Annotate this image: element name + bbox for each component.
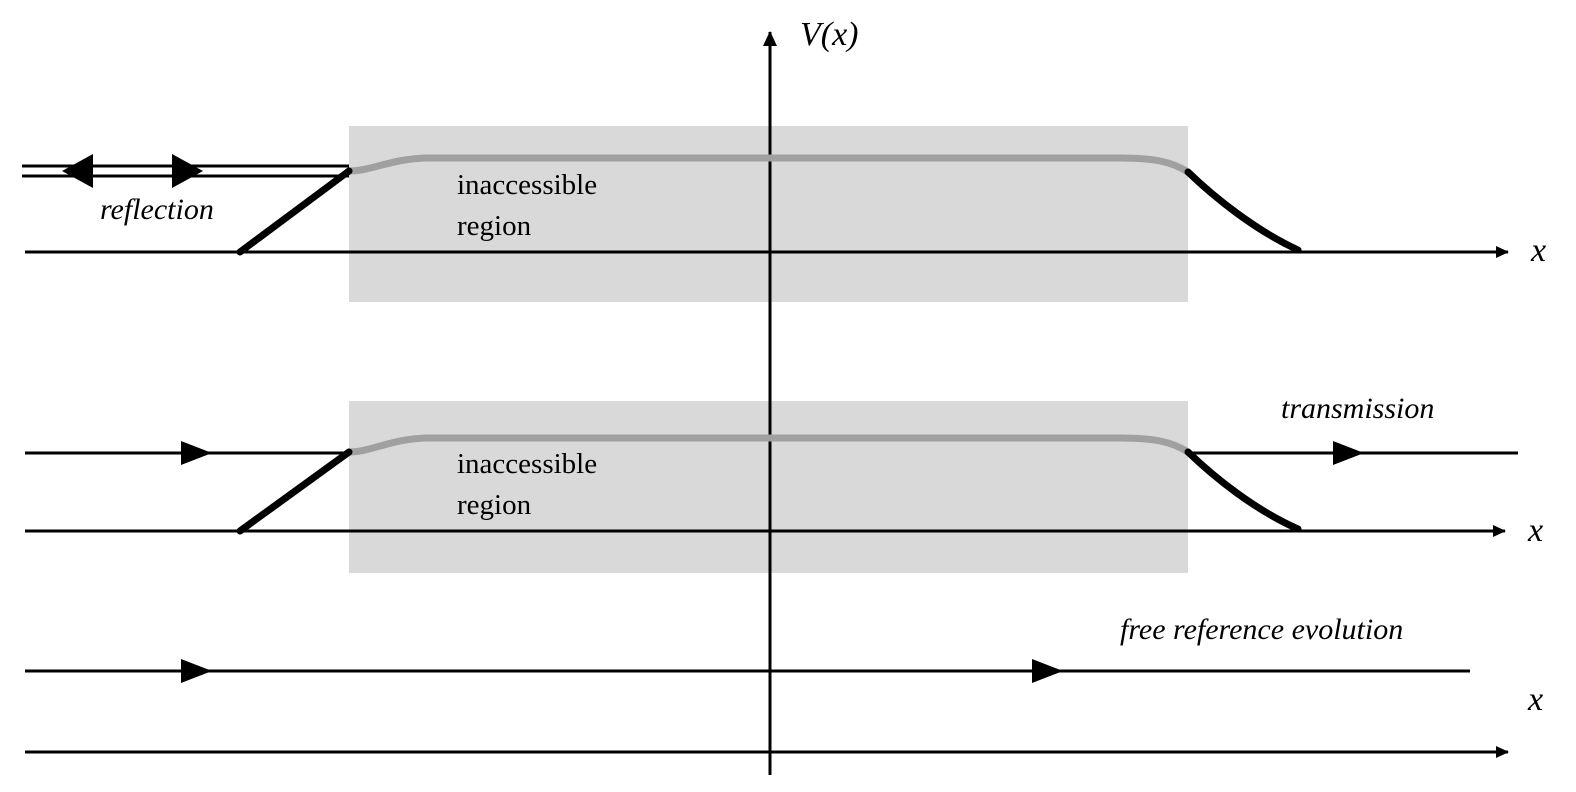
x-axis-label-top: x [1531, 232, 1547, 269]
x-axis-label-middle: x [1528, 512, 1544, 549]
transmission-label: transmission [1281, 392, 1435, 425]
potential-curve-middle-inside [345, 434, 1192, 456]
free-reference-evolution-label: free reference evolution [1120, 613, 1404, 646]
inaccessible-region-label-top-line2: region [457, 210, 532, 242]
reflection-arrow-top [62, 154, 93, 188]
transmission-arrow-middle [1333, 441, 1364, 465]
free-evolution-arrow [1032, 659, 1063, 683]
potential-curve-middle-right-flank [1184, 448, 1302, 533]
inaccessible-region-label-top: inaccessible region [457, 165, 597, 247]
potential-curve-top-right-flank [1184, 168, 1302, 254]
x-axis-label-bottom: x [1528, 681, 1544, 718]
incoming-arrow-bottom [181, 659, 212, 683]
reflection-label: reflection [100, 193, 214, 226]
v-axis-label: V(x) [800, 16, 859, 53]
inaccessible-region-label-top-line1: inaccessible [457, 169, 598, 201]
inaccessible-region-label-middle: inaccessible region [457, 444, 597, 526]
potential-curve-top-inside [345, 154, 1192, 176]
potential-curve-top-left-flank [236, 167, 353, 256]
potential-curve-middle-left-flank [236, 448, 353, 535]
incoming-arrow-top [172, 154, 203, 188]
incoming-arrow-middle [181, 441, 212, 465]
inaccessible-region-label-middle-line1: inaccessible [457, 448, 598, 480]
inaccessible-region-label-middle-line2: region [457, 489, 532, 521]
